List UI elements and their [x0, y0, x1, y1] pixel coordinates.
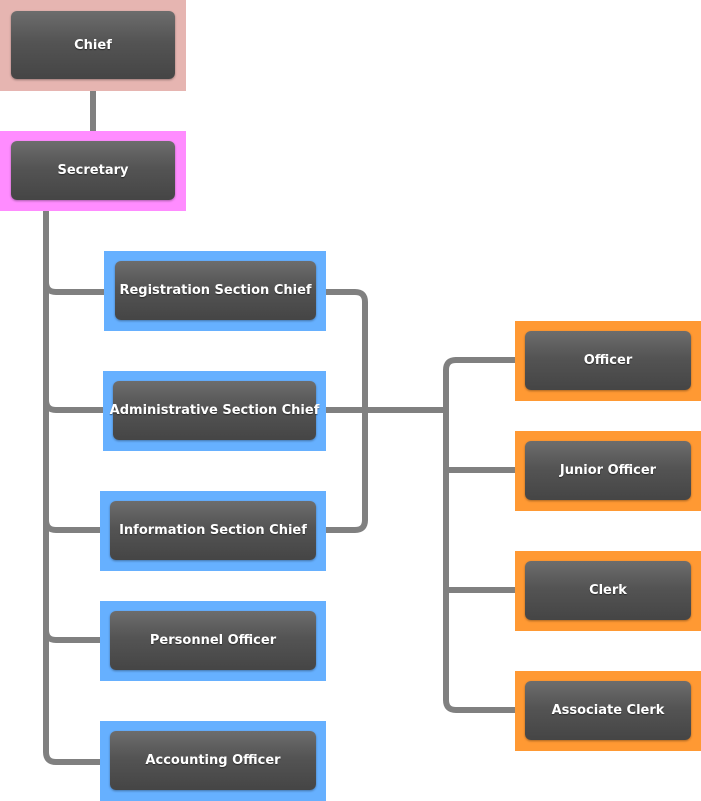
clerk-node[interactable]: Clerk — [525, 561, 691, 620]
connector-to-information — [43, 517, 105, 533]
personnel-officer-node[interactable]: Personnel Officer — [110, 611, 316, 670]
connector-secretary-trunk — [43, 207, 106, 765]
administrative-section-chief-node[interactable]: Administrative Section Chief — [110, 381, 319, 440]
officer-node[interactable]: Officer — [525, 331, 691, 390]
accounting-officer-node[interactable]: Accounting Officer — [110, 731, 316, 790]
registration-section-chief-node[interactable]: Registration Section Chief — [115, 261, 316, 320]
associate-clerk-node[interactable]: Associate Clerk — [525, 681, 691, 740]
connector-staff-trunk — [443, 357, 519, 713]
junior-officer-node[interactable]: Junior Officer — [525, 441, 691, 500]
information-section-chief-node[interactable]: Information Section Chief — [110, 501, 316, 560]
chief-node[interactable]: Chief — [11, 11, 175, 79]
connector-to-personnel — [43, 627, 105, 643]
connector-to-registration — [43, 279, 108, 295]
connector-to-administrative — [43, 397, 106, 413]
secretary-node[interactable]: Secretary — [11, 141, 175, 200]
